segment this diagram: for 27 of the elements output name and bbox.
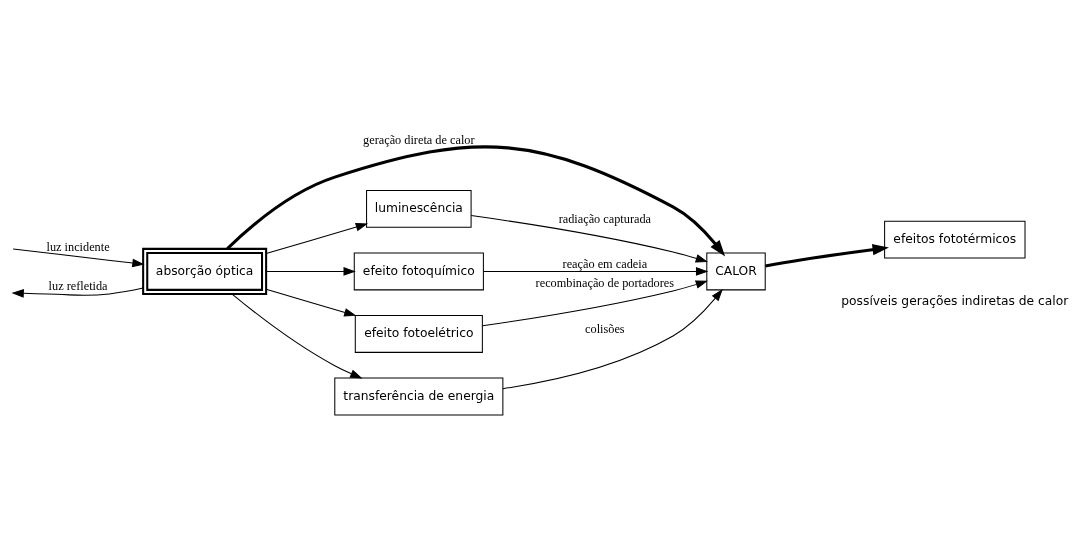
arrow <box>265 266 356 276</box>
node-box: transferência de energia <box>334 377 504 415</box>
edge-label: geração direta de calor <box>363 132 475 147</box>
edge-label: reação em cadeia <box>562 256 648 271</box>
arrow <box>265 222 369 254</box>
arrow <box>226 144 726 256</box>
arrow <box>470 214 708 262</box>
arrow <box>483 266 709 276</box>
node-box: absorção óptica <box>142 247 268 295</box>
label: possíveis gerações indiretas de calor <box>841 293 1069 308</box>
edge-label: luz refletida <box>48 278 108 293</box>
edge-label: luz incidente <box>46 239 110 254</box>
node-box: CALOR <box>706 251 766 290</box>
arrow <box>11 287 144 298</box>
edge-label: recombinação de portadores <box>535 275 675 290</box>
node-box: efeitos fototérmicos <box>884 220 1026 259</box>
node-box: efeito fotoquímico <box>353 251 484 290</box>
node-box: efeito fotoelétrico <box>354 314 483 353</box>
arrow <box>12 247 145 267</box>
arrow <box>502 288 723 389</box>
arrow <box>765 243 889 267</box>
node-box: luminescência <box>366 189 472 228</box>
arrow <box>482 279 708 326</box>
edge-label: colisões <box>585 321 625 335</box>
arrow <box>231 293 363 378</box>
arrow <box>265 288 357 316</box>
edge-label: radiação capturada <box>558 211 652 226</box>
